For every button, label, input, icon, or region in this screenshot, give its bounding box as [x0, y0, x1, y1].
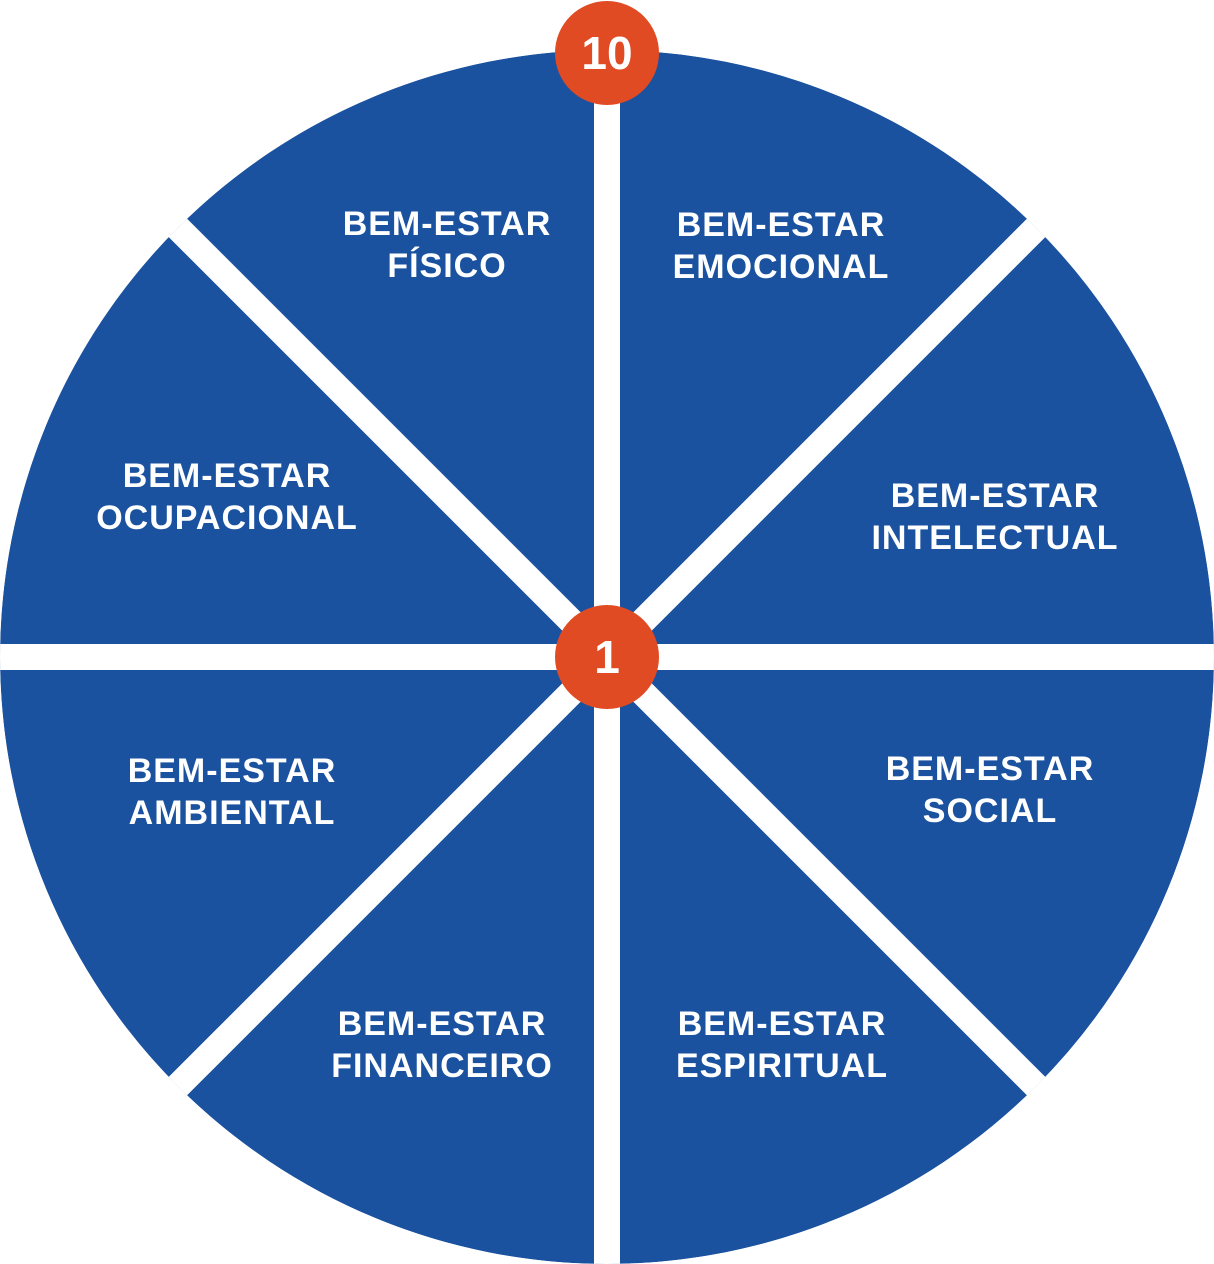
segment-ocupacional — [0, 227, 607, 658]
segment-ambiental — [0, 657, 607, 1087]
segment-social — [607, 657, 1214, 1087]
segment-financeiro — [177, 657, 608, 1264]
scale-max-badge: 10 — [555, 1, 659, 105]
scale-max-value: 10 — [581, 27, 633, 79]
segment-intelectual — [607, 227, 1214, 658]
segment-espiritual — [607, 657, 1037, 1264]
scale-center-badge: 1 — [555, 605, 659, 709]
segment-fisico — [177, 50, 607, 657]
scale-center-value: 1 — [594, 631, 620, 683]
segment-emocional — [607, 50, 1037, 657]
